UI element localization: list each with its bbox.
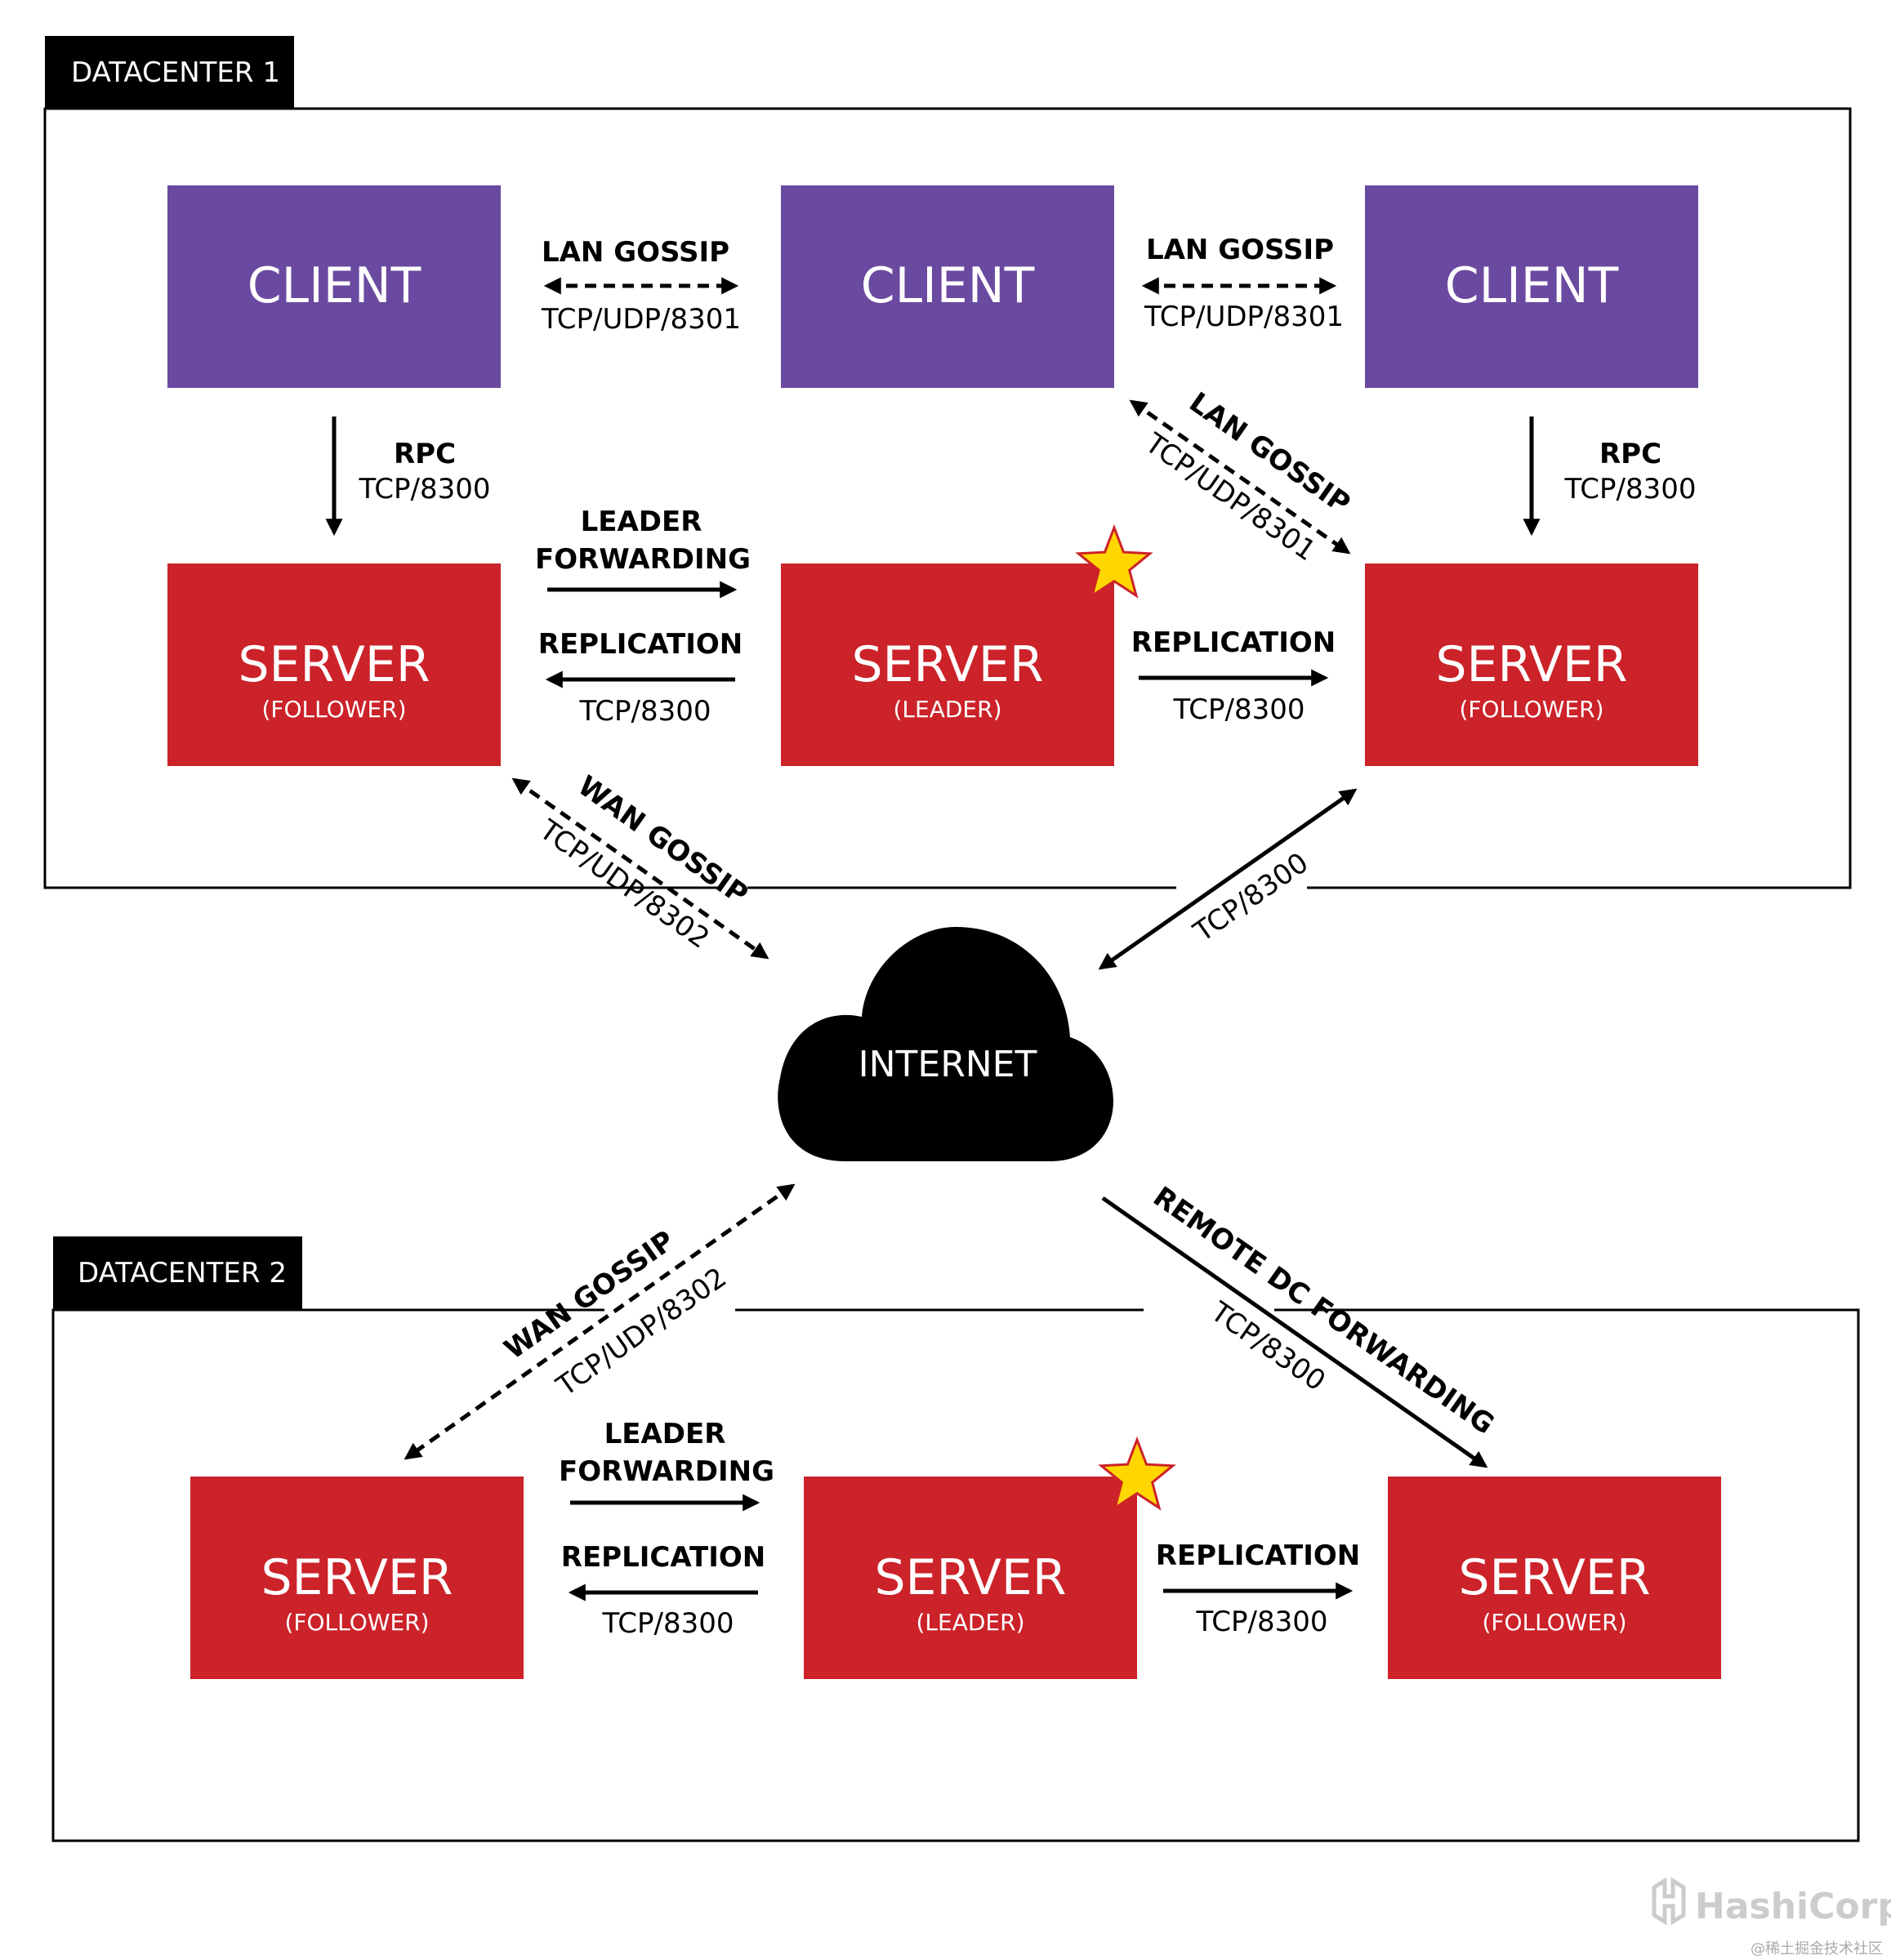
client-node-2: CLIENT (781, 185, 1114, 388)
svg-text:SERVER: SERVER (1458, 1549, 1650, 1606)
svg-text:(FOLLOWER): (FOLLOWER) (1459, 696, 1603, 723)
rpc-label-left: RPC (394, 438, 456, 470)
dc2-server-leader: SERVER (LEADER) (804, 1477, 1137, 1679)
lan-gossip-port-1: TCP/UDP/8301 (541, 303, 741, 336)
dc2-replication-label-left: REPLICATION (561, 1541, 765, 1574)
svg-text:(LEADER): (LEADER) (917, 1609, 1025, 1636)
svg-text:(LEADER): (LEADER) (894, 696, 1002, 723)
client-node-3: CLIENT (1365, 185, 1698, 388)
wan-gossip-port-dc1: TCP/UDP/8302 (533, 813, 715, 956)
leader-star-icon (1098, 1436, 1176, 1511)
lan-gossip-arrow-diagonal (1129, 399, 1351, 555)
lan-gossip-port-diagonal: TCP/UDP/8301 (1139, 426, 1322, 568)
replication-label-left: REPLICATION (538, 628, 743, 661)
client-node-1: CLIENT (167, 185, 501, 388)
svg-text:CLIENT: CLIENT (861, 257, 1035, 314)
internet-cloud: INTERNET (778, 927, 1113, 1161)
dc2-leader-forwarding-label-a: LEADER (604, 1418, 726, 1450)
svg-text:(FOLLOWER): (FOLLOWER) (261, 696, 406, 723)
lan-gossip-label-2: LAN GOSSIP (1146, 234, 1334, 266)
lan-gossip-label-1: LAN GOSSIP (542, 236, 729, 269)
svg-text:SERVER: SERVER (261, 1549, 453, 1606)
datacenter-2-title: DATACENTER 2 (78, 1257, 287, 1290)
datacenter-1-title: DATACENTER 1 (71, 56, 280, 89)
replication-label-right: REPLICATION (1131, 626, 1336, 659)
cloud-icon (778, 927, 1113, 1161)
datacenter-2-frame (51, 1308, 1860, 1842)
wan-gossip-port-dc2: TCP/UDP/8302 (551, 1261, 733, 1403)
svg-text:INTERNET: INTERNET (859, 1044, 1037, 1085)
lan-gossip-port-2: TCP/UDP/8301 (1144, 301, 1344, 333)
svg-text:SERVER: SERVER (1435, 636, 1627, 693)
dc1-server-follower-left: SERVER (FOLLOWER) (167, 564, 501, 766)
svg-text:SERVER: SERVER (851, 636, 1043, 693)
datacenter-2: DATACENTER 2 (51, 1236, 1860, 1842)
dc2-server-follower-right: SERVER (FOLLOWER) (1388, 1477, 1721, 1679)
dc2-replication-port-right: TCP/8300 (1195, 1606, 1327, 1638)
dc2-replication-port-left: TCP/8300 (601, 1607, 734, 1640)
dc2-server-follower-left: SERVER (FOLLOWER) (190, 1477, 524, 1679)
wan-gossip-arrow-dc1 (511, 777, 769, 960)
datacenter-1: DATACENTER 1 (43, 36, 1852, 889)
watermark: @稀土掘金技术社区 (1751, 1940, 1883, 1958)
hashicorp-logo-icon (1652, 1877, 1686, 1926)
svg-text:SERVER: SERVER (238, 636, 430, 693)
svg-text:(FOLLOWER): (FOLLOWER) (284, 1609, 429, 1636)
wan-gossip-label-dc2: WAN GOSSIP (498, 1224, 680, 1366)
datacenter-2-tab (53, 1236, 302, 1310)
rpc-port-right: TCP/8300 (1563, 473, 1696, 506)
leader-forwarding-label-b: FORWARDING (535, 543, 751, 576)
wan-gossip-arrow-dc2 (404, 1183, 796, 1460)
datacenter-1-frame (43, 107, 1852, 889)
hashicorp-logo: HashiCorp (1652, 1877, 1891, 1927)
dc1-server-follower-right: SERVER (FOLLOWER) (1365, 564, 1698, 766)
dc1-server-leader: SERVER (LEADER) (781, 564, 1114, 766)
hashicorp-logo-text: HashiCorp (1695, 1886, 1891, 1927)
wan-rpc-arrow-dc1 (1098, 788, 1358, 970)
datacenter-1-tab (45, 36, 294, 109)
leader-forwarding-label-a: LEADER (581, 506, 702, 538)
dc2-replication-label-right: REPLICATION (1156, 1539, 1360, 1572)
replication-port-left: TCP/8300 (578, 695, 711, 728)
rpc-port-left: TCP/8300 (358, 473, 490, 506)
dc2-leader-forwarding-label-b: FORWARDING (559, 1455, 774, 1488)
svg-text:(FOLLOWER): (FOLLOWER) (1482, 1609, 1626, 1636)
svg-text:SERVER: SERVER (874, 1549, 1066, 1606)
remote-dc-forwarding-arrow (1101, 1196, 1488, 1468)
svg-text:CLIENT: CLIENT (248, 257, 421, 314)
rpc-label-right: RPC (1599, 438, 1661, 470)
replication-port-right: TCP/8300 (1172, 693, 1305, 726)
svg-text:CLIENT: CLIENT (1445, 257, 1619, 314)
